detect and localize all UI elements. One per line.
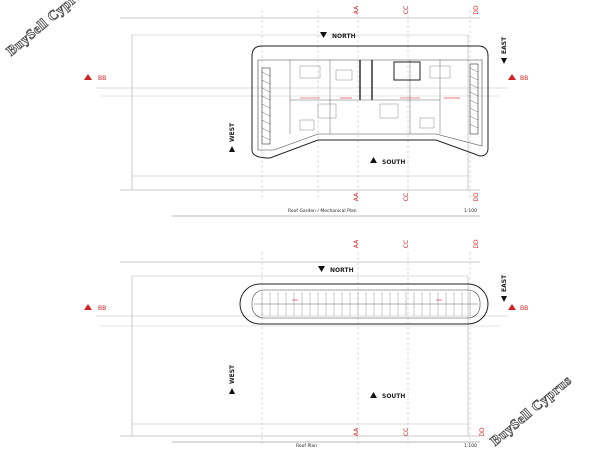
- svg-text:EAST: EAST: [501, 36, 508, 54]
- grid-mark-dd-bottom-2: DD: [479, 427, 486, 437]
- section-marker-left-top: BB: [84, 74, 106, 82]
- svg-text:BB: BB: [520, 305, 528, 312]
- grid-mark-cc-bottom: CC: [403, 193, 410, 201]
- grid-mark-cc-bottom-2: CC: [403, 428, 410, 436]
- grid-mark-aa-bottom: AA: [353, 192, 360, 201]
- svg-text:BB: BB: [98, 75, 106, 82]
- section-marker-right-top: BB: [508, 74, 528, 82]
- grid-mark-dd-bottom: DD: [473, 192, 480, 202]
- svg-text:NORTH: NORTH: [330, 267, 354, 274]
- svg-text:EAST: EAST: [501, 274, 508, 292]
- roof-plan: [96, 252, 508, 444]
- plan-scale-top: 1:100: [464, 208, 477, 214]
- svg-text:BB: BB: [520, 75, 528, 82]
- plan-title-top: Roof Garden / Mechanical Plan: [288, 208, 357, 214]
- grid-mark-cc-top: CC: [403, 6, 410, 14]
- grid-mark-dd-top-2: DD: [473, 239, 480, 249]
- plan-scale-bottom: 1:100: [464, 443, 477, 449]
- svg-text:BB: BB: [98, 305, 106, 312]
- svg-text:WEST: WEST: [229, 122, 236, 142]
- north-label-top: NORTH: [320, 32, 356, 40]
- grid-mark-aa-top-2: AA: [353, 239, 360, 248]
- west-label-top: WEST: [229, 122, 236, 152]
- top-grid-markers: AA CC DD AA CC DD: [353, 5, 480, 202]
- grid-mark-aa-top: AA: [353, 5, 360, 14]
- east-label-bottom: EAST: [501, 274, 508, 302]
- south-label-bottom: SOUTH: [370, 392, 405, 400]
- grid-mark-dd-top: DD: [473, 5, 480, 15]
- south-label-top: SOUTH: [370, 157, 405, 166]
- svg-text:SOUTH: SOUTH: [382, 393, 405, 400]
- section-marker-left-bottom: BB: [84, 304, 106, 312]
- grid-mark-aa-bottom-2: AA: [353, 427, 360, 436]
- svg-text:NORTH: NORTH: [332, 33, 356, 40]
- roof-garden-plan: [96, 10, 508, 200]
- east-label-top: EAST: [501, 36, 508, 64]
- west-label-bottom: WEST: [229, 364, 236, 394]
- svg-text:SOUTH: SOUTH: [382, 159, 405, 166]
- svg-text:WEST: WEST: [229, 364, 236, 384]
- plan-title-bottom: Roof Plan: [296, 443, 317, 449]
- section-marker-right-bottom: BB: [508, 304, 528, 312]
- north-label-bottom: NORTH: [318, 266, 354, 274]
- grid-mark-cc-top-2: CC: [403, 240, 410, 248]
- bottom-grid-markers: AA CC DD AA CC DD: [353, 239, 486, 437]
